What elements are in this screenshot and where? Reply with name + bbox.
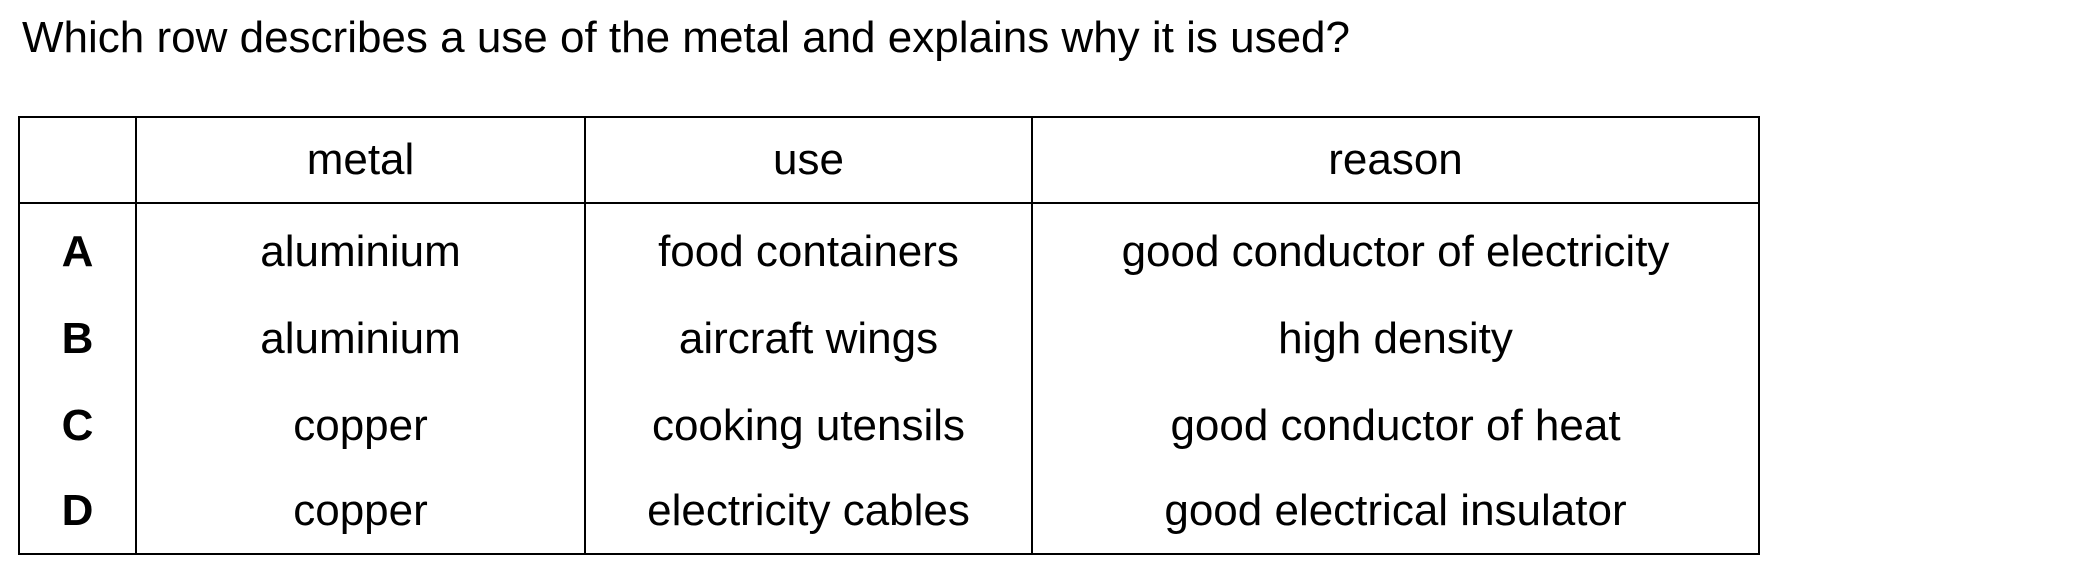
header-cell-metal: metal [135,116,586,204]
reason-cell: good conductor of heat [1031,382,1760,469]
use-cell: aircraft wings [584,295,1033,382]
header-cell-use: use [584,116,1033,204]
use-cell: food containers [584,203,1033,295]
option-letter: D [18,469,137,555]
reason-cell: good electrical insulator [1031,469,1760,555]
table-row: C copper cooking utensils good conductor… [18,382,1760,469]
table-row: A aluminium food containers good conduct… [18,203,1760,295]
header-cell-reason: reason [1031,116,1760,204]
use-cell: cooking utensils [584,382,1033,469]
option-letter: A [18,203,137,295]
reason-cell: high density [1031,295,1760,382]
question-text: Which row describes a use of the metal a… [22,13,1350,62]
metal-cell: copper [135,469,586,555]
table-row: D copper electricity cables good electri… [18,469,1760,555]
metal-cell: aluminium [135,295,586,382]
use-cell: electricity cables [584,469,1033,555]
metal-cell: copper [135,382,586,469]
answer-table: metal use reason A aluminium food contai… [18,116,1760,555]
metal-cell: aluminium [135,203,586,295]
reason-cell: good conductor of electricity [1031,203,1760,295]
option-letter: C [18,382,137,469]
table-body: A aluminium food containers good conduct… [18,203,1760,555]
table-row: B aluminium aircraft wings high density [18,295,1760,382]
header-row: metal use reason [18,116,1760,204]
option-letter: B [18,295,137,382]
header-cell-letter [18,116,137,204]
table-header: metal use reason [18,116,1760,204]
